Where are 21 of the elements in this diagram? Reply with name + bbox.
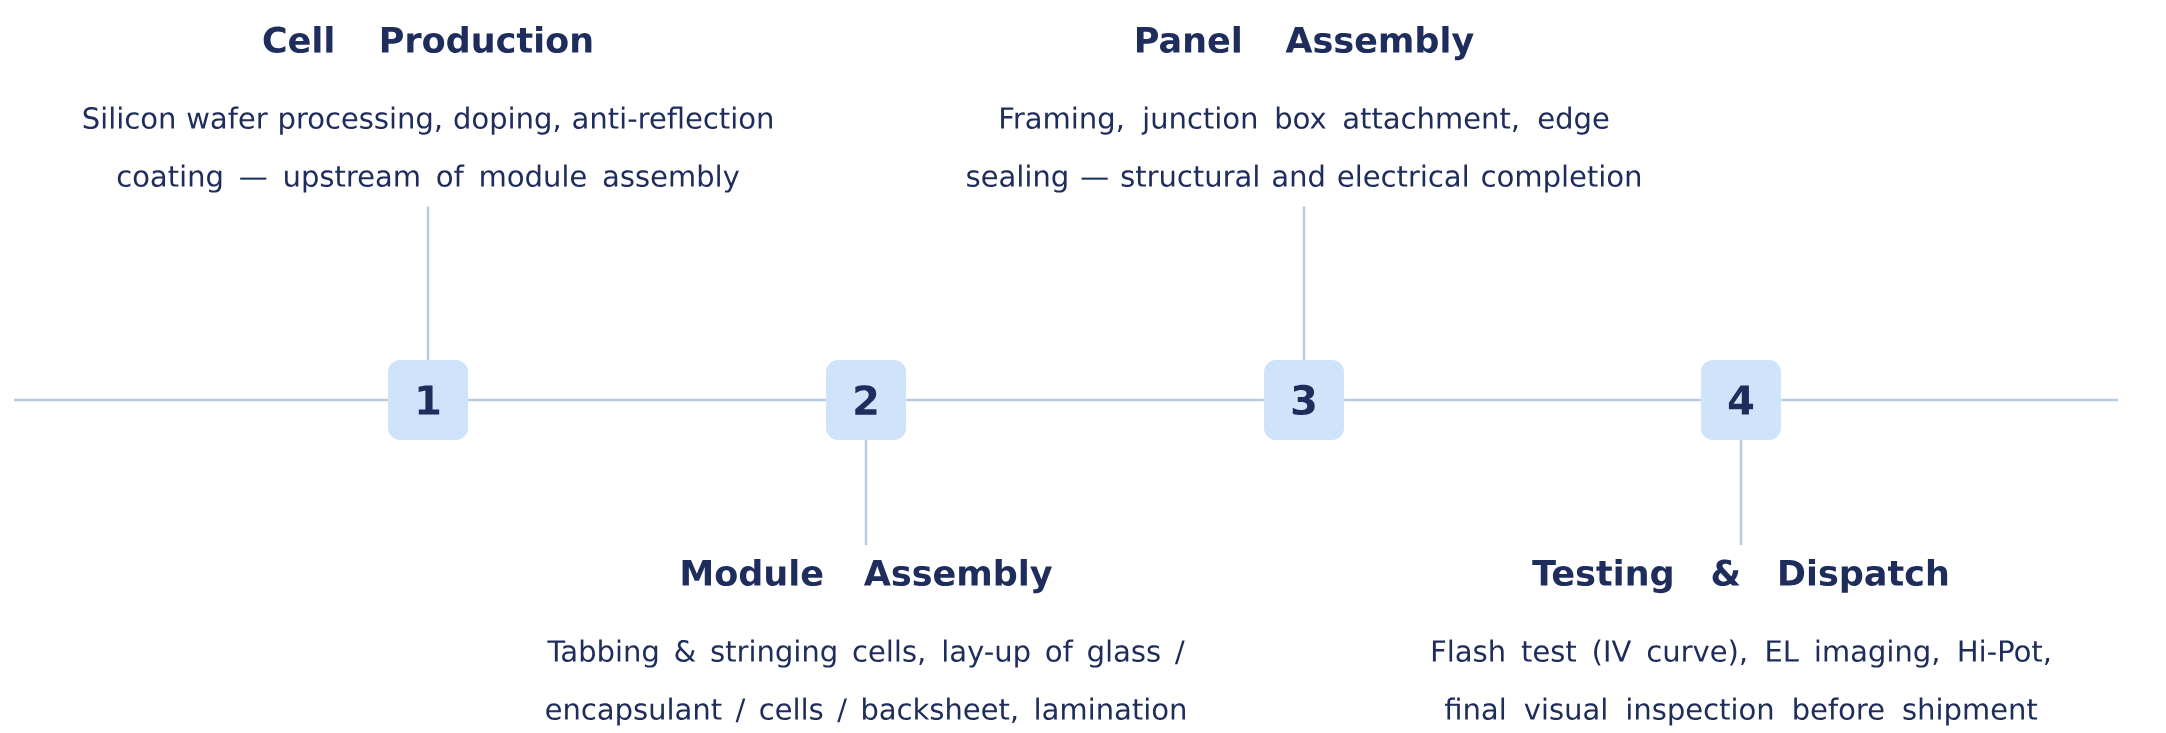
step-title: Testing & Dispatch <box>1532 559 1948 594</box>
step-description: Silicon wafer processing, doping, anti-reflection coating — upstream of module assembly <box>83 106 772 193</box>
connector-line <box>864 440 868 545</box>
step-description: Tabbing & stringing cells, lay-up of glass / encapsulant / cells / backsheet, lamination <box>546 639 1185 726</box>
step-number-box: 3 <box>1264 360 1344 440</box>
connector-line <box>1302 206 1306 360</box>
step-number-box: 1 <box>388 360 468 440</box>
timeline-line <box>906 398 1264 402</box>
step-number-box: 4 <box>1701 360 1781 440</box>
step-title: Cell Production <box>263 26 592 54</box>
connector-line <box>426 206 430 360</box>
connector-line <box>1739 440 1743 545</box>
timeline-line <box>14 398 388 402</box>
timeline-line <box>1781 398 2118 402</box>
timeline-line <box>1344 398 1701 402</box>
step-description: Framing, junction box attachment, edge sealing — structural and electrical completion <box>967 106 1640 193</box>
step-number-box: 2 <box>826 360 906 440</box>
step-description: Flash test (IV curve), EL imaging, Hi-Pot, final visual inspection before shipment <box>1432 639 2050 726</box>
step-title: Module Assembly <box>682 559 1052 594</box>
step-title: Panel Assembly <box>1137 26 1474 61</box>
timeline-line <box>468 398 826 402</box>
